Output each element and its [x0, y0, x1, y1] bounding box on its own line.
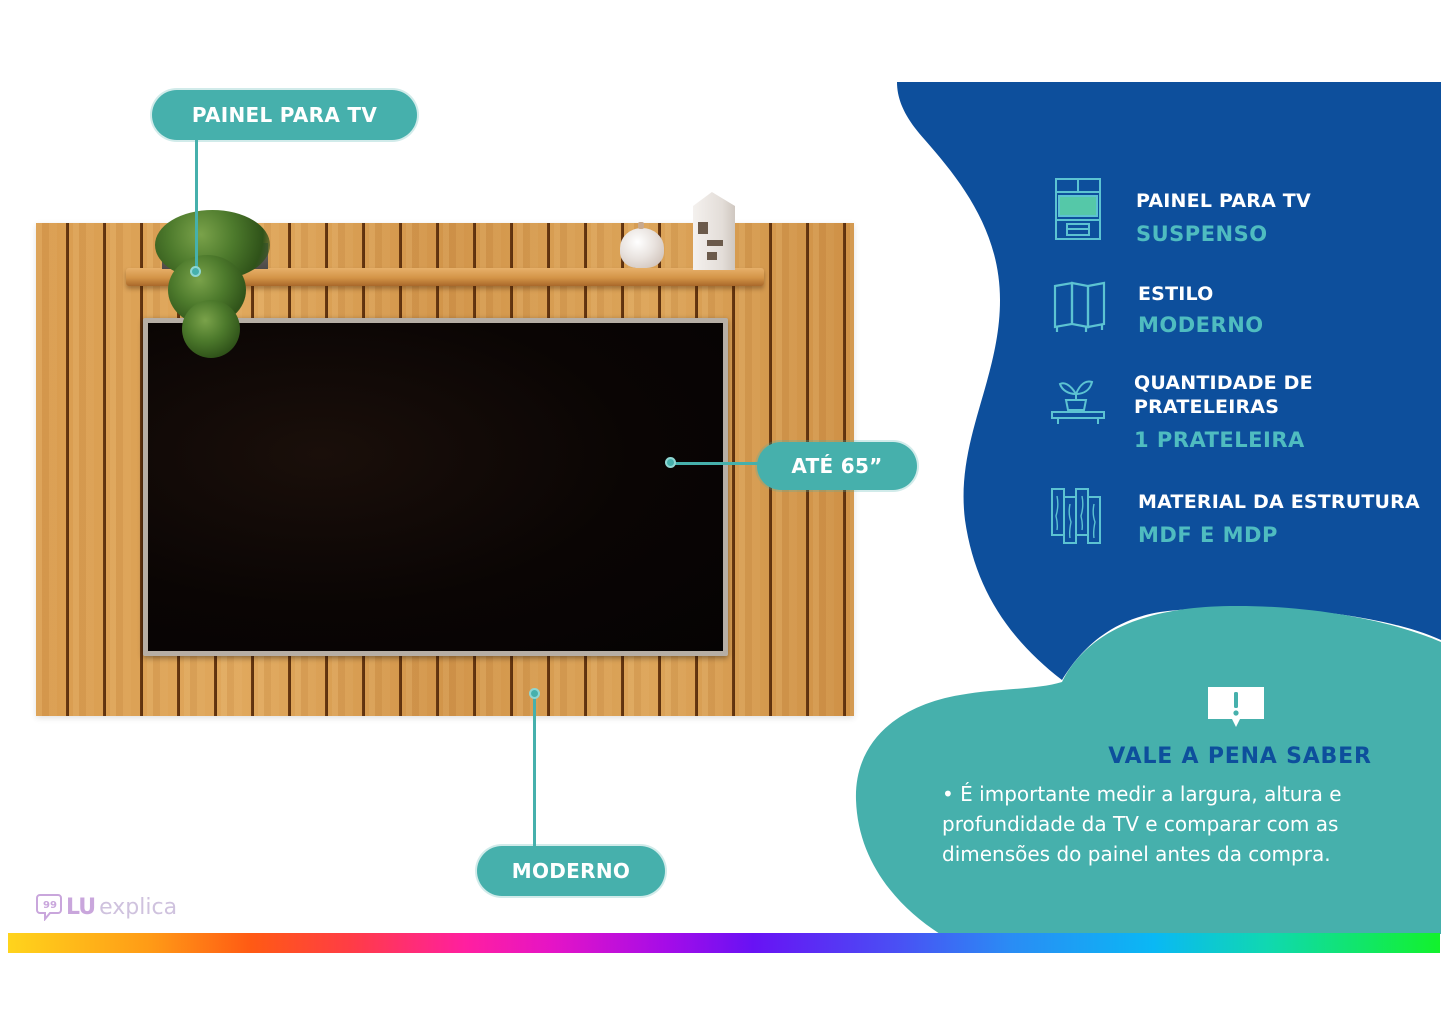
- svg-text:99: 99: [43, 900, 57, 911]
- callout-leader-line: [195, 140, 198, 270]
- callout-ate-65: ATÉ 65”: [757, 442, 917, 490]
- callout-dot: [190, 266, 201, 277]
- shelf: [126, 268, 764, 286]
- brand-logo: 99 LU explica: [36, 893, 177, 921]
- callout-leader-line: [670, 462, 760, 465]
- decor-house: [693, 192, 735, 270]
- alert-speech-bubble-icon: [1208, 687, 1264, 727]
- spec-value: 1 PRATELEIRA: [1134, 428, 1305, 452]
- tv-screen: [143, 318, 728, 656]
- tv-panel-icon: [1055, 178, 1101, 240]
- spec-title: MATERIAL DA ESTRUTURA: [1138, 491, 1420, 513]
- plant-foliage: [182, 300, 240, 358]
- callout-label: MODERNO: [511, 859, 631, 883]
- callout-painel-para-tv: PAINEL PARA TV: [152, 90, 417, 140]
- brand-explica: explica: [99, 894, 178, 920]
- spec-list: PAINEL PARA TV SUSPENSO ESTILO MODERNO Q…: [1040, 0, 1440, 1030]
- callout-moderno: MODERNO: [477, 846, 665, 896]
- decor-vase: [620, 222, 664, 268]
- callout-leader-line: [533, 692, 536, 847]
- tip-text-line: profundidade da TV e comparar com as: [942, 812, 1339, 836]
- spec-title: QUANTIDADE DE PRATELEIRAS: [1134, 371, 1313, 419]
- spec-title: PAINEL PARA TV: [1136, 190, 1311, 212]
- spec-value: MODERNO: [1138, 313, 1264, 337]
- tip-text-line: dimensões do painel antes da compra.: [942, 842, 1331, 866]
- tip-text: • É importante medir a largura, altura e…: [942, 779, 1432, 869]
- callout-label: PAINEL PARA TV: [191, 103, 378, 127]
- callout-label: ATÉ 65”: [791, 454, 883, 478]
- spec-title-line: QUANTIDADE DE: [1134, 372, 1313, 394]
- tip-text-line: • É importante medir a largura, altura e: [942, 782, 1342, 806]
- rainbow-bar: [8, 933, 1440, 953]
- folding-screen-icon: [1053, 281, 1106, 332]
- spec-title: ESTILO: [1138, 283, 1214, 305]
- callout-dot: [665, 457, 676, 468]
- plant-shelf-icon: [1051, 380, 1105, 424]
- brand-lu: LU: [66, 894, 96, 920]
- tip-title: VALE A PENA SABER: [1108, 744, 1372, 769]
- wood-planks-icon: [1051, 488, 1101, 544]
- spec-value: MDF E MDP: [1138, 523, 1278, 547]
- spec-value: SUSPENSO: [1136, 222, 1268, 246]
- callout-dot: [529, 688, 540, 699]
- quote-bubble-icon: 99: [36, 894, 62, 921]
- spec-title-line: PRATELEIRAS: [1134, 396, 1280, 418]
